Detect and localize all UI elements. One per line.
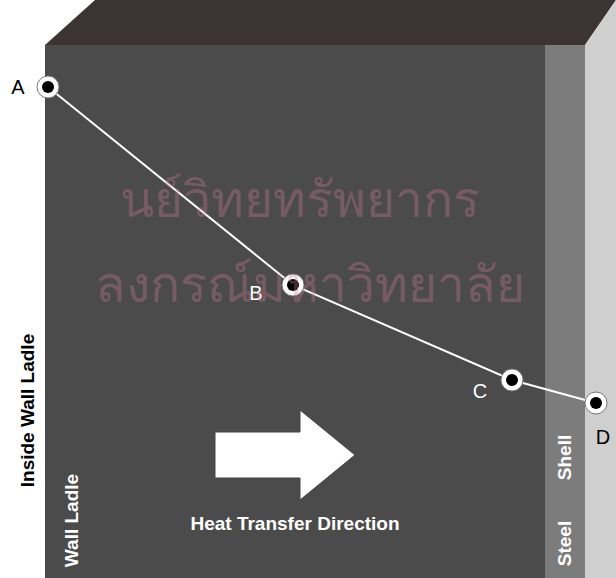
watermark: ลงกรณ์มหาวิทยาลัย (95, 260, 525, 310)
arrow-label: Heat Transfer Direction (190, 514, 399, 533)
region-label: Shell (556, 434, 575, 479)
profile-points (37, 76, 607, 414)
side-label: Inside Wall Ladle (19, 333, 38, 486)
region-label: Steel (555, 520, 574, 565)
refractory-wall (45, 45, 545, 578)
region-label: Wall Ladle (62, 473, 81, 566)
point-label: C (473, 381, 487, 401)
watermark: นย์วิทยทรัพยากร (120, 175, 480, 225)
side-face (585, 0, 616, 578)
temperature-profile (48, 87, 596, 403)
steel-shell (545, 45, 585, 578)
heat-arrow (215, 410, 355, 500)
top-face (45, 0, 616, 45)
point-label: A (11, 77, 24, 97)
point-label: D (596, 427, 610, 447)
